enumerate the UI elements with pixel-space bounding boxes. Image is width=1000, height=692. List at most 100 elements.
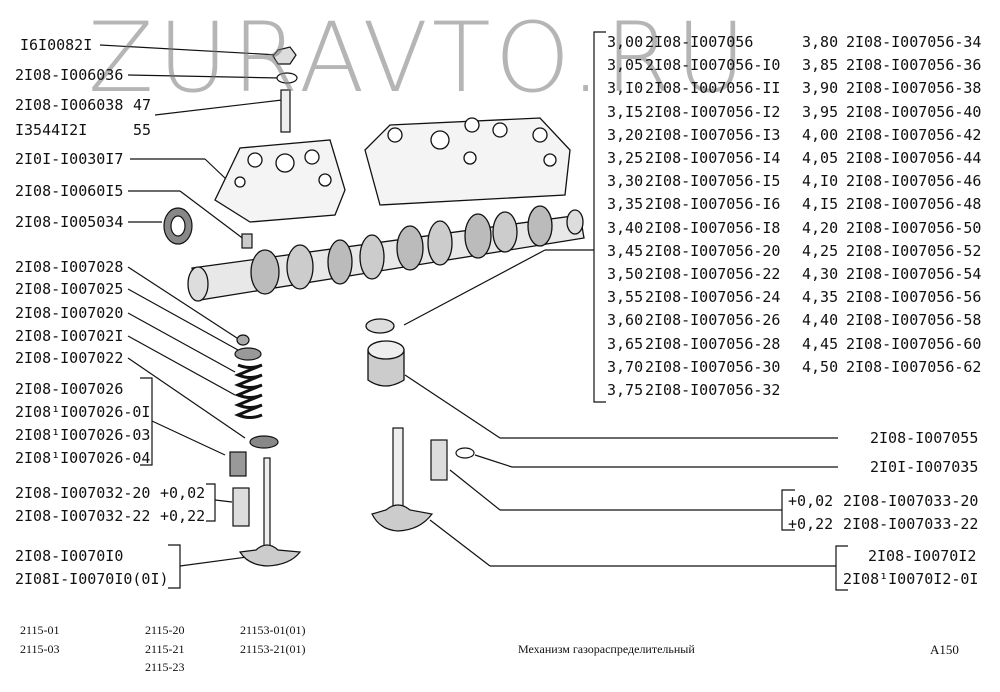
shim-size-cell: 3,30 — [607, 172, 644, 191]
shim-size-cell: 3,70 — [607, 357, 644, 376]
label-tappet: 2I08-I007055 — [870, 429, 979, 447]
leader-line — [449, 469, 501, 511]
label-guide-20: 2I08-I007032-20 — [15, 484, 151, 502]
label-valve-seal-2: 2I08¹I007026-0I — [15, 403, 151, 421]
label-guide-22: 2I08-I007032-22 — [15, 507, 151, 525]
shim-size-cell: 4,I0 — [802, 172, 839, 191]
shim-size-cell: 4,05 — [802, 149, 839, 167]
shim-size-cell: 3,25 — [607, 149, 644, 167]
shim-part-number-cell: 2I08-I007056-48 — [846, 195, 982, 214]
shim-part-number-cell: 2I08-I007056-I6 — [645, 195, 781, 214]
shim-part-number-cell: 2I08-I007056-22 — [645, 265, 781, 283]
shim-part-number-cell: 2I08-I007056-I0 — [645, 56, 781, 75]
camshaft-housing-part — [214, 117, 571, 223]
diagram-caption: Механизм газораспределительный — [518, 642, 695, 656]
shim-part-number-cell: 2I08-I007056-24 — [645, 288, 781, 307]
model-2115-23: 2115-23 — [145, 660, 185, 674]
shim-size-cell: 3,90 — [802, 79, 839, 98]
shim-part-number-cell: 2I08-I007056-58 — [846, 311, 982, 330]
label-camshaft-housing: 2I0I-I0030I7 — [15, 150, 124, 168]
label-washer: 2I08-I006036 — [15, 66, 124, 84]
shim-size-cell: 4,30 — [802, 265, 839, 283]
intake-valve-part — [263, 457, 271, 547]
shim-part-number-cell: 2I08-I007056-28 — [645, 334, 781, 353]
label-ex-guide-20: 2I08-I007033-20 — [843, 492, 979, 510]
shim-size-cell: 4,25 — [802, 241, 839, 260]
valve-spring-stack — [229, 334, 302, 567]
bracket — [206, 483, 216, 522]
watermark: ZURAVTO.RU — [88, 2, 750, 114]
shim-part-number-cell: 2I08-I007056-I5 — [645, 172, 781, 191]
shim-size-cell: 3,60 — [607, 311, 644, 330]
label-cotter: 2I08-I007028 — [15, 258, 124, 276]
shim-part-number-cell: 2I08-I007056-26 — [645, 311, 781, 330]
shim-size-cell: 3,00 — [607, 33, 644, 51]
leader-line — [179, 190, 246, 241]
shim-size-cell: 4,35 — [802, 288, 839, 307]
exhaust-seal-part — [455, 447, 475, 459]
shim-size-cell: 3,55 — [607, 288, 644, 307]
shim-size-cell: 3,85 — [802, 56, 839, 75]
model-21153-01: 21153-01(01) — [240, 623, 306, 637]
plug-part — [241, 233, 253, 249]
label-outer-spring: 2I08-I007020 — [15, 304, 124, 322]
nut-part — [272, 46, 297, 65]
label-inner-spring: 2I08-I00702I — [15, 327, 124, 345]
shim-part-number-cell: 2I08-I007056-38 — [846, 79, 982, 98]
exhaust-guide-part — [430, 439, 448, 481]
shim-part-number-cell: 2I08-I007056-I4 — [645, 149, 781, 167]
shim-part-number-cell: 2I08-I007056-20 — [645, 241, 781, 260]
label-valve-seal-4: 2I08¹I007026-04 — [15, 449, 151, 467]
shim-part-number-cell: 2I08-I007056-30 — [645, 357, 781, 376]
bracket — [168, 544, 181, 589]
label-stud-b-length: 55 — [133, 121, 152, 139]
leader-line — [99, 44, 279, 56]
leader-line — [127, 266, 241, 341]
model-21153-21: 21153-21(01) — [240, 642, 306, 656]
label-spring-seat: 2I08-I007022 — [15, 349, 124, 367]
shim-size-cell: 3,95 — [802, 102, 839, 121]
leader-line — [214, 499, 233, 503]
exhaust-valve-part — [392, 427, 404, 509]
shim-part-number-cell: 2I08-I007056-50 — [846, 218, 982, 237]
shim-size-cell: 3,50 — [607, 265, 644, 283]
shim-part-number-cell: 2I08-I007056 — [645, 33, 754, 51]
shim-size-cell: 3,75 — [607, 381, 644, 399]
leader-line — [127, 312, 236, 373]
label-ex-guide-22: 2I08-I007033-22 — [843, 515, 979, 533]
shim-size-cell: 4,40 — [802, 311, 839, 330]
shim-size-cell: 3,I5 — [607, 102, 644, 121]
leader-line — [154, 99, 283, 116]
label-plug: 2I08-I0060I5 — [15, 182, 124, 200]
label-oil-seal: 2I08-I005034 — [15, 213, 124, 231]
model-2115-21: 2115-21 — [145, 642, 185, 656]
label-guide-22-size: +0,22 — [160, 507, 206, 525]
label-ex-guide-20-size: +0,02 — [788, 492, 834, 510]
label-intake-valve-2: 2I08I-I0070I0(0I) — [15, 570, 169, 588]
leader-line — [429, 519, 491, 567]
shim-size-cell: 3,20 — [607, 125, 644, 144]
shim-size-cell: 3,05 — [607, 56, 644, 75]
shim-part-number-cell: 2I08-I007056-60 — [846, 334, 982, 353]
label-spring-retainer: 2I08-I007025 — [15, 280, 124, 298]
label-valve-seal-3: 2I08¹I007026-03 — [15, 426, 151, 444]
shim-size-cell: 4,20 — [802, 218, 839, 237]
shim-size-cell: 3,45 — [607, 241, 644, 260]
shim-part-number-cell: 2I08-I007056-I2 — [645, 102, 781, 121]
label-exhaust-valve-1: 2I08-I0070I2 — [868, 547, 977, 565]
label-guide-20-size: +0,02 — [160, 484, 206, 502]
label-stud-b: I3544I2I — [15, 121, 88, 139]
shim-part-number-cell: 2I08-I007056-34 — [846, 33, 982, 51]
stud-part — [280, 89, 291, 133]
shim-size-cell: 3,40 — [607, 218, 644, 237]
label-intake-valve-1: 2I08-I0070I0 — [15, 547, 124, 565]
shim-part-number-cell: 2I08-I007056-44 — [846, 149, 982, 167]
leader-line — [151, 420, 226, 456]
shim-size-cell: 4,45 — [802, 334, 839, 353]
shim-part-number-cell: 2I08-I007056-52 — [846, 241, 982, 260]
camshaft-part — [187, 205, 585, 302]
page-code: A150 — [930, 642, 959, 657]
leader-line — [403, 249, 546, 326]
bracket — [835, 545, 848, 591]
